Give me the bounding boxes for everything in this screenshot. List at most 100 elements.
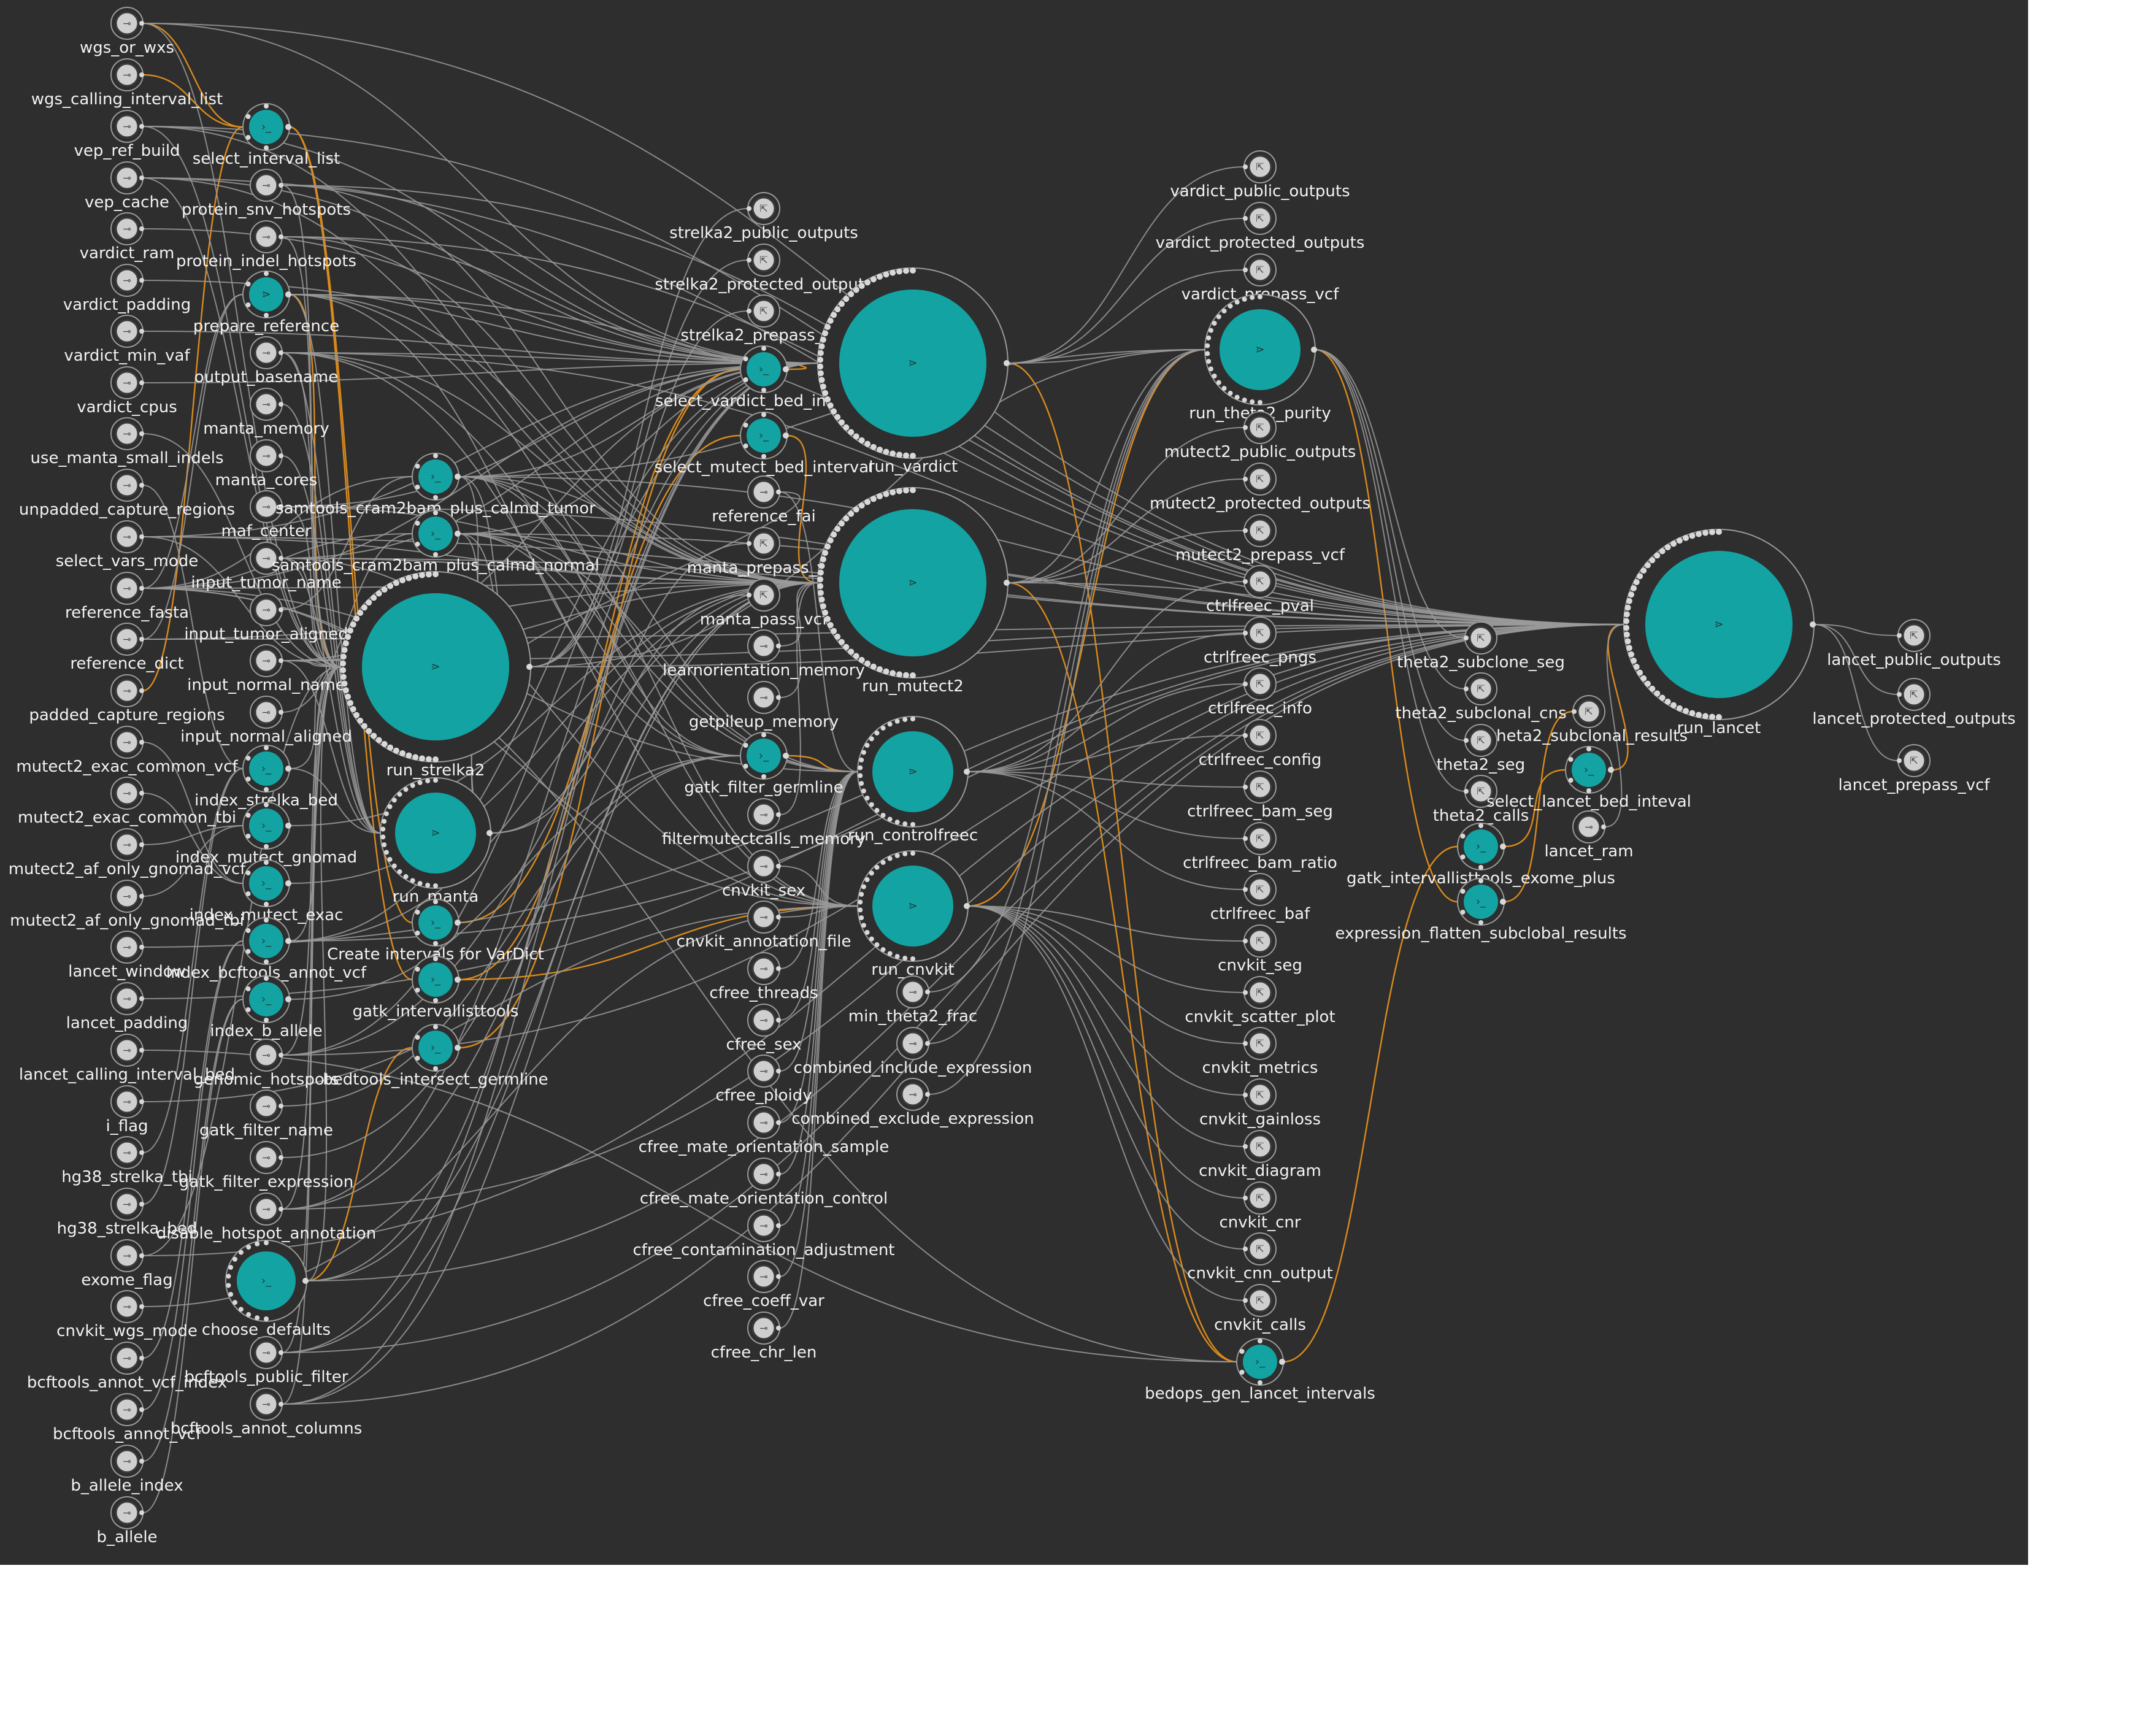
node-cnvkit-seg[interactable]: ⇱cnvkit_seg — [1218, 924, 1302, 975]
node-theta2-subclonal-results[interactable]: ⇱theta2_subclonal_results — [1490, 695, 1688, 745]
node-filtermutectcalls-memory[interactable]: ⊸filtermutectcalls_memory — [662, 798, 866, 848]
node-manta-prepass-vcf[interactable]: ⇱manta_prepass_vcf — [687, 527, 842, 577]
node-cfree-chr-len[interactable]: ⊸cfree_chr_len — [711, 1312, 817, 1362]
node-cfree-contamination-adjustment[interactable]: ⊸cfree_contamination_adjustment — [632, 1209, 895, 1259]
node-run-cnvkit[interactable]: ⋗run_cnvkit — [857, 850, 970, 979]
node-protein-indel-hotspots[interactable]: ⊸protein_indel_hotspots — [176, 220, 356, 271]
node-index-strelka-bed[interactable]: ›_index_strelka_bed — [194, 745, 338, 810]
node-run-strelka2[interactable]: ⋗run_strelka2 — [340, 571, 532, 780]
node-mutect2-exac-common-vcf[interactable]: ⊸mutect2_exac_common_vcf — [16, 726, 238, 776]
node-cfree-sex[interactable]: ⊸cfree_sex — [726, 1004, 802, 1054]
node-strelka2-protected-outputs[interactable]: ⇱strelka2_protected_outputs — [655, 244, 873, 294]
node-cnvkit-wgs-mode[interactable]: ⊸cnvkit_wgs_mode — [56, 1290, 198, 1340]
node-run-mutect2[interactable]: ⋗run_mutect2 — [817, 487, 1010, 696]
node-cnvkit-diagram[interactable]: ⇱cnvkit_diagram — [1199, 1130, 1321, 1180]
node-lancet-window[interactable]: ⊸lancet_window — [68, 931, 186, 981]
node-select-interval-list[interactable]: ›_select_interval_list — [193, 103, 340, 168]
node-wgs-calling-interval-list[interactable]: ⊸wgs_calling_interval_list — [31, 58, 223, 109]
node-bcftools-annot-vcf[interactable]: ⊸bcftools_annot_vcf — [53, 1393, 202, 1443]
node-bcftools-public-filter[interactable]: ⊸bcftools_public_filter — [185, 1336, 348, 1386]
node-ctrlfreec-config[interactable]: ⇱ctrlfreec_config — [1199, 719, 1322, 769]
node-mutect2-af-only-gnomad-vcf[interactable]: ⊸mutect2_af_only_gnomad_vcf — [9, 828, 246, 878]
node-lancet-calling-interval-bed[interactable]: ⊸lancet_calling_interval_bed — [19, 1034, 235, 1084]
node-gatk-filter-expression[interactable]: ⊸gatk_filter_expression — [179, 1141, 353, 1191]
node-theta2-subclonal-cns[interactable]: ⇱theta2_subclonal_cns — [1395, 672, 1567, 723]
node-lancet-prepass-vcf[interactable]: ⇱lancet_prepass_vcf — [1838, 744, 1990, 794]
node-wgs-or-wxs[interactable]: ⊸wgs_or_wxs — [80, 7, 174, 57]
node-samtools-normal[interactable]: ›_samtools_cram2bam_plus_calmd_normal — [272, 510, 599, 575]
node-vardict-prepass-vcf[interactable]: ⇱vardict_prepass_vcf — [1182, 253, 1340, 304]
node-cnvkit-annotation-file[interactable]: ⊸cnvkit_annotation_file — [677, 901, 851, 951]
node-cnvkit-cnn-output[interactable]: ⇱cnvkit_cnn_output — [1187, 1232, 1333, 1283]
node-hg38-strelka-bed[interactable]: ⊸hg38_strelka_bed — [57, 1188, 198, 1238]
node-strelka2-prepass-vcf[interactable]: ⇱strelka2_prepass_vcf — [680, 294, 847, 345]
node-run-theta2-purity[interactable]: ⋗run_theta2_purity — [1189, 294, 1331, 423]
node-vardict-ram[interactable]: ⊸vardict_ram — [80, 212, 175, 263]
node-bedtools-intersect-germline[interactable]: ›_bedtools_intersect_germline — [323, 1024, 548, 1089]
node-vardict-protected-outputs[interactable]: ⇱vardict_protected_outputs — [1156, 202, 1365, 252]
node-run-controlfreec[interactable]: ⋗run_controlfreec — [848, 716, 978, 845]
node-index-b-allele[interactable]: ›_index_b_allele — [210, 975, 323, 1040]
node-ctrlfreec-baf[interactable]: ⇱ctrlfreec_baf — [1210, 873, 1310, 923]
node-lancet-public-outputs[interactable]: ⇱lancet_public_outputs — [1827, 619, 2001, 669]
node-b-allele[interactable]: ⊸b_allele — [96, 1496, 158, 1546]
node-ctrlfreec-pngs[interactable]: ⇱ctrlfreec_pngs — [1204, 616, 1316, 667]
node-output-basename[interactable]: ⊸output_basename — [194, 336, 338, 386]
node-input-normal-name[interactable]: ⊸input_normal_name — [187, 644, 345, 694]
node-cfree-mate-orientation-sample[interactable]: ⊸cfree_mate_orientation_sample — [639, 1106, 890, 1156]
node-choose-defaults[interactable]: ›_choose_defaults — [202, 1240, 331, 1339]
node-theta2-calls[interactable]: ⇱theta2_calls — [1433, 775, 1529, 825]
node-vardict-min-vaf[interactable]: ⊸vardict_min_vaf — [64, 315, 190, 365]
node-vardict-padding[interactable]: ⊸vardict_padding — [63, 264, 191, 314]
node-expression-flatten-subclobal-results[interactable]: ›_expression_flatten_subclobal_results — [1335, 878, 1627, 943]
node-gatk-intervallisttools[interactable]: ›_gatk_intervallisttools — [353, 956, 519, 1021]
node-lancet-ram[interactable]: ⊸lancet_ram — [1544, 810, 1634, 861]
node-strelka2-public-outputs[interactable]: ⇱strelka2_public_outputs — [669, 192, 858, 242]
node-mutect2-public-outputs[interactable]: ⇱mutect2_public_outputs — [1164, 411, 1356, 461]
node-gatk-filter-germline[interactable]: ›_gatk_filter_germline — [684, 732, 844, 797]
node-mutect2-exac-common-tbi[interactable]: ⊸mutect2_exac_common_tbi — [18, 777, 236, 827]
node-vardict-cpus[interactable]: ⊸vardict_cpus — [77, 366, 177, 417]
node-reference-fasta[interactable]: ⊸reference_fasta — [65, 572, 189, 622]
node-mutect2-af-only-gnomad-tbi[interactable]: ⊸mutect2_af_only_gnomad_tbi — [10, 880, 244, 930]
node-prepare-reference[interactable]: ⋗prepare_reference — [193, 271, 339, 336]
node-protein-snv-hotspots[interactable]: ⊸protein_snv_hotspots — [182, 169, 351, 219]
node-cnvkit-calls[interactable]: ⇱cnvkit_calls — [1214, 1284, 1306, 1334]
node-manta-memory[interactable]: ⊸manta_memory — [203, 388, 329, 438]
node-genomic-hotspots[interactable]: ⊸genomic_hotspots — [193, 1039, 339, 1089]
node-combined-exclude-expression[interactable]: ⊸combined_exclude_expression — [791, 1078, 1034, 1128]
node-combined-include-expression[interactable]: ⊸combined_include_expression — [794, 1027, 1032, 1077]
node-cfree-ploidy[interactable]: ⊸cfree_ploidy — [715, 1054, 812, 1105]
node-vep-ref-build[interactable]: ⊸vep_ref_build — [74, 110, 180, 160]
workflow-graph-canvas[interactable]: ⊸wgs_or_wxs⊸wgs_calling_interval_list⊸ve… — [0, 0, 2028, 1565]
node-ctrlfreec-pval[interactable]: ⇱ctrlfreec_pval — [1206, 565, 1314, 615]
node-cfree-coeff-var[interactable]: ⊸cfree_coeff_var — [703, 1260, 824, 1310]
node-gatk-intervallisttools-exome-plus[interactable]: ›_gatk_intervallisttools_exome_plus — [1347, 823, 1615, 888]
node-theta2-seg[interactable]: ⇱theta2_seg — [1437, 724, 1525, 774]
node-manta-cores[interactable]: ⊸manta_cores — [215, 439, 318, 490]
node-exome-flag[interactable]: ⊸exome_flag — [81, 1239, 173, 1289]
node-cnvkit-scatter-plot[interactable]: ⇱cnvkit_scatter_plot — [1185, 976, 1335, 1026]
node-theta2-subclone-seg[interactable]: ⇱theta2_subclone_seg — [1397, 621, 1565, 672]
node-bcftools-annot-vcf-index[interactable]: ⊸bcftools_annot_vcf_index — [27, 1342, 227, 1392]
node-bcftools-annot-columns[interactable]: ⊸bcftools_annot_columns — [171, 1388, 363, 1438]
node-ctrlfreec-bam-seg[interactable]: ⇱ctrlfreec_bam_seg — [1187, 770, 1333, 821]
node-ctrlfreec-info[interactable]: ⇱ctrlfreec_info — [1208, 667, 1312, 718]
node-hg38-strelka-tbi[interactable]: ⊸hg38_strelka_tbi — [61, 1136, 193, 1186]
node-index-bcftools-annot-vcf[interactable]: ›_index_bcftools_annot_vcf — [166, 917, 367, 982]
node-reference-fai[interactable]: ⊸reference_fai — [712, 475, 816, 526]
node-ctrlfreec-bam-ratio[interactable]: ⇱ctrlfreec_bam_ratio — [1183, 822, 1337, 872]
node-vardict-public-outputs[interactable]: ⇱vardict_public_outputs — [1170, 150, 1350, 201]
node-vep-cache[interactable]: ⊸vep_cache — [85, 161, 169, 212]
node-learnorientation-memory[interactable]: ⊸learnorientation_memory — [663, 629, 865, 680]
node-cnvkit-gainloss[interactable]: ⇱cnvkit_gainloss — [1199, 1078, 1321, 1129]
workflow-graph[interactable]: ⊸wgs_or_wxs⊸wgs_calling_interval_list⊸ve… — [0, 0, 2028, 1565]
node-i-flag[interactable]: ⊸i_flag — [106, 1085, 148, 1135]
node-maf-center[interactable]: ⊸maf_center — [221, 490, 312, 540]
node-bedops-gen-lancet-intervals[interactable]: ›_bedops_gen_lancet_intervals — [1145, 1338, 1375, 1403]
node-use-manta-small-indels[interactable]: ⊸use_manta_small_indels — [30, 417, 224, 467]
node-gatk-filter-name[interactable]: ⊸gatk_filter_name — [199, 1089, 333, 1140]
node-getpileup-memory[interactable]: ⊸getpileup_memory — [689, 681, 839, 731]
node-input-tumor-aligned[interactable]: ⊸input_tumor_aligned — [184, 593, 348, 643]
node-run-manta[interactable]: ⋗run_manta — [380, 777, 493, 906]
